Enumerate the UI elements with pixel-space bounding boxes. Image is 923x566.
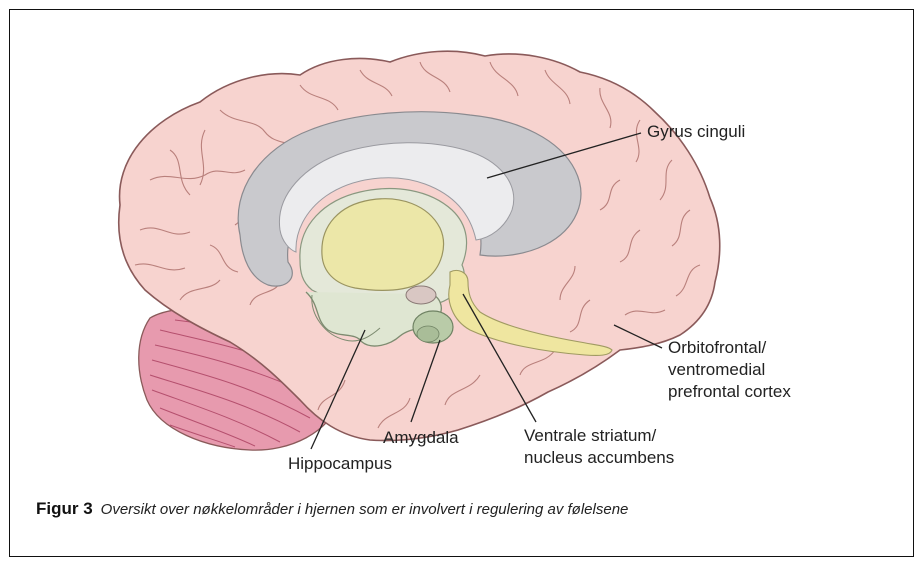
label-orbitofrontal-line3: prefrontal cortex [668,382,791,402]
thalamus [322,199,444,291]
label-orbitofrontal-line1: Orbitofrontal/ [668,338,766,358]
label-orbitofrontal-line2: ventromedial [668,360,765,380]
figure-caption: Figur 3 Oversikt over nøkkelområder i hje… [36,499,628,519]
figure-description: Oversikt over nøkkelområder i hjernen so… [101,501,629,518]
label-amygdala: Amygdala [383,428,459,448]
figure-number: Figur 3 [36,499,93,518]
amygdala [413,311,453,343]
label-ventrale-line1: Ventrale striatum/ [524,426,656,446]
label-hippocampus: Hippocampus [288,454,392,474]
label-ventrale-line2: nucleus accumbens [524,448,674,468]
label-gyrus-cinguli: Gyrus cinguli [647,122,745,142]
